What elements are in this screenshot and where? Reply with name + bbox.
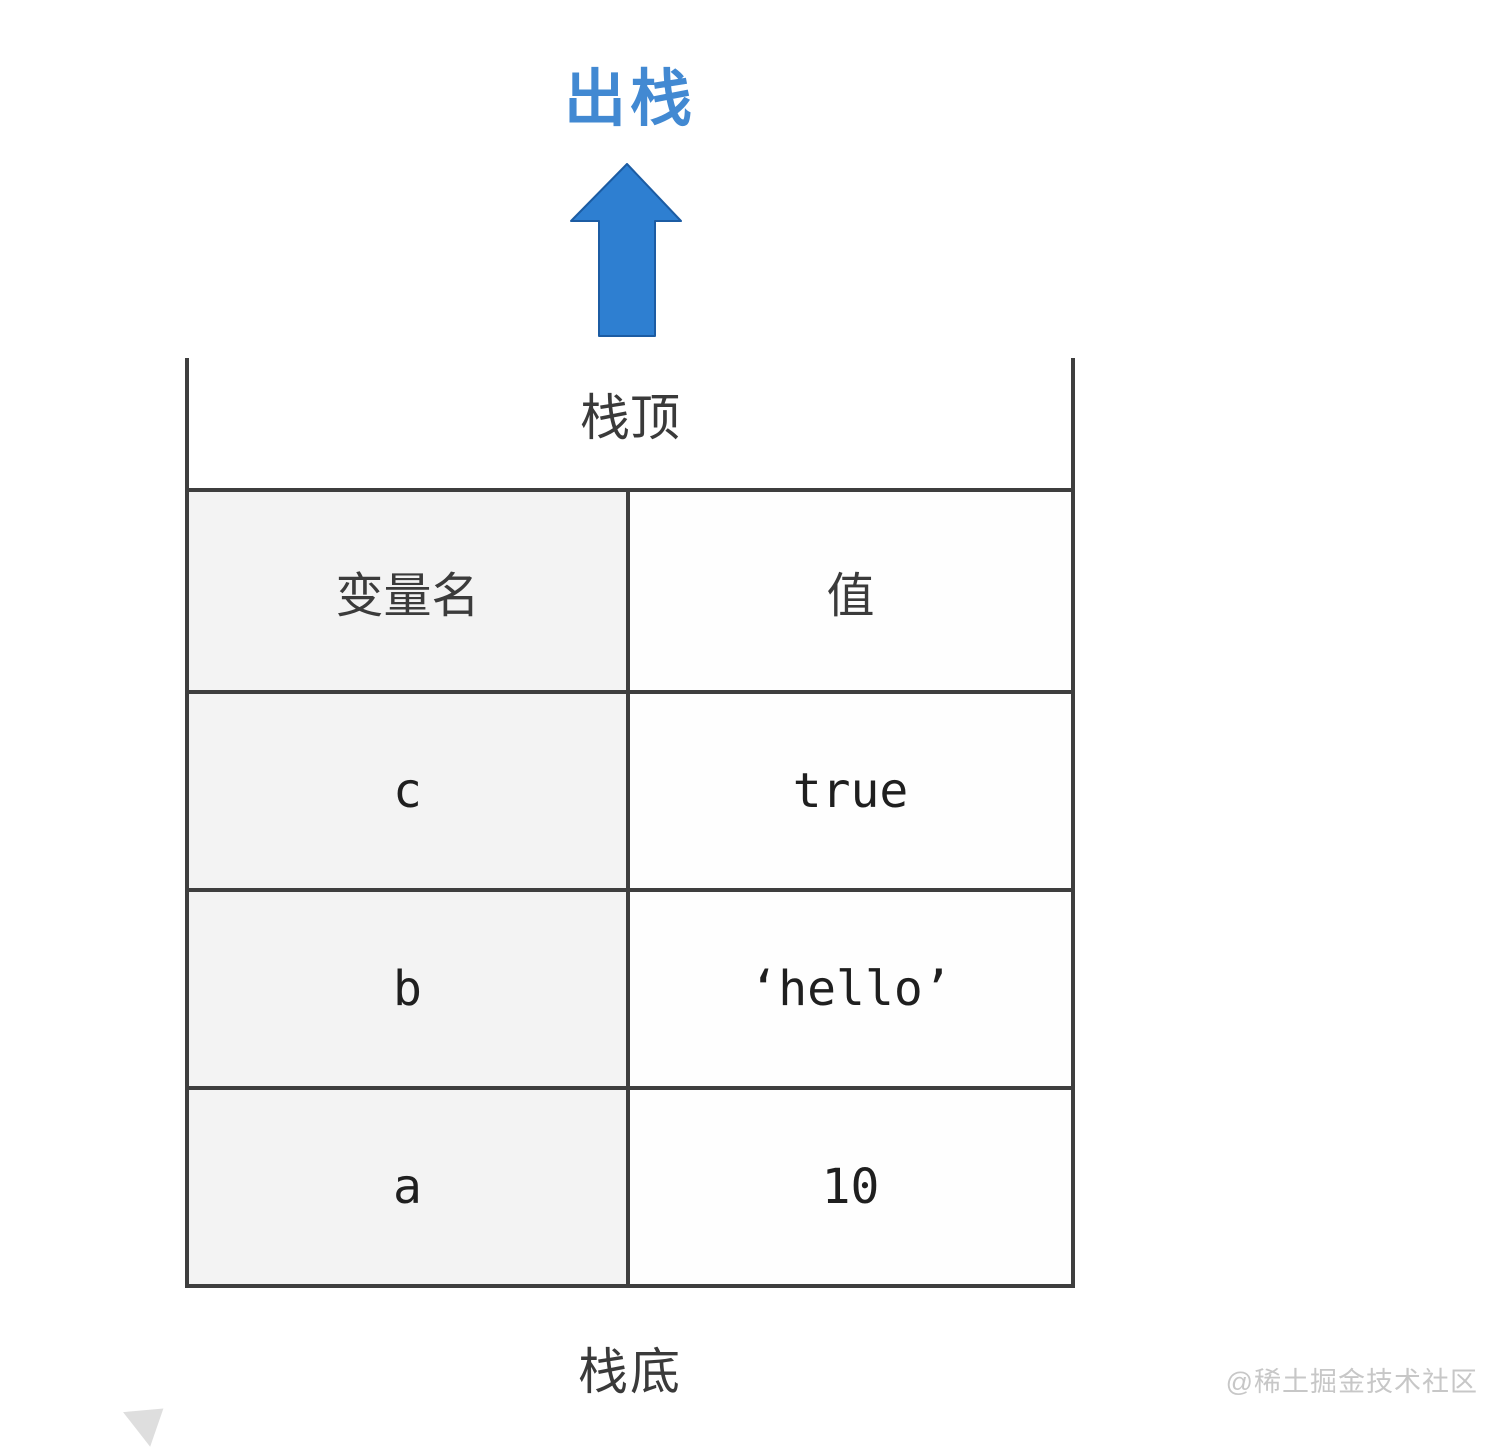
- variable-name: c: [393, 763, 422, 819]
- variable-value: true: [792, 763, 909, 819]
- header-name-label: 变量名: [335, 570, 480, 623]
- variable-table: 变量名 值 c true b ‘hello’: [189, 488, 1071, 1288]
- stack-bottom-label: 栈底: [578, 1344, 682, 1400]
- variable-name: a: [393, 1159, 422, 1215]
- header-cell-name: 变量名: [189, 492, 630, 690]
- variable-value: 10: [821, 1159, 880, 1215]
- variable-value-cell: 10: [630, 1090, 1071, 1284]
- stack-container: 栈顶 变量名 值 c true b: [185, 358, 1075, 1288]
- table-row: a 10: [189, 1086, 1071, 1284]
- variable-name-cell: c: [189, 694, 630, 888]
- stack-top-label: 栈顶: [580, 390, 680, 446]
- variable-name-cell: b: [189, 892, 630, 1086]
- variable-value-cell: true: [630, 694, 1071, 888]
- variable-value: ‘hello’: [749, 961, 952, 1017]
- corner-artifact-icon: [123, 1391, 177, 1447]
- table-row: b ‘hello’: [189, 888, 1071, 1086]
- header-cell-value: 值: [630, 492, 1071, 690]
- pop-label: 出栈: [563, 65, 696, 134]
- variable-name: b: [393, 961, 422, 1017]
- header-value-label: 值: [826, 570, 875, 623]
- table-header-row: 变量名 值: [189, 492, 1071, 690]
- up-arrow-icon: [570, 163, 682, 337]
- watermark: @稀土掘金技术社区: [1225, 1367, 1478, 1397]
- table-row: c true: [189, 690, 1071, 888]
- variable-name-cell: a: [189, 1090, 630, 1284]
- variable-value-cell: ‘hello’: [630, 892, 1071, 1086]
